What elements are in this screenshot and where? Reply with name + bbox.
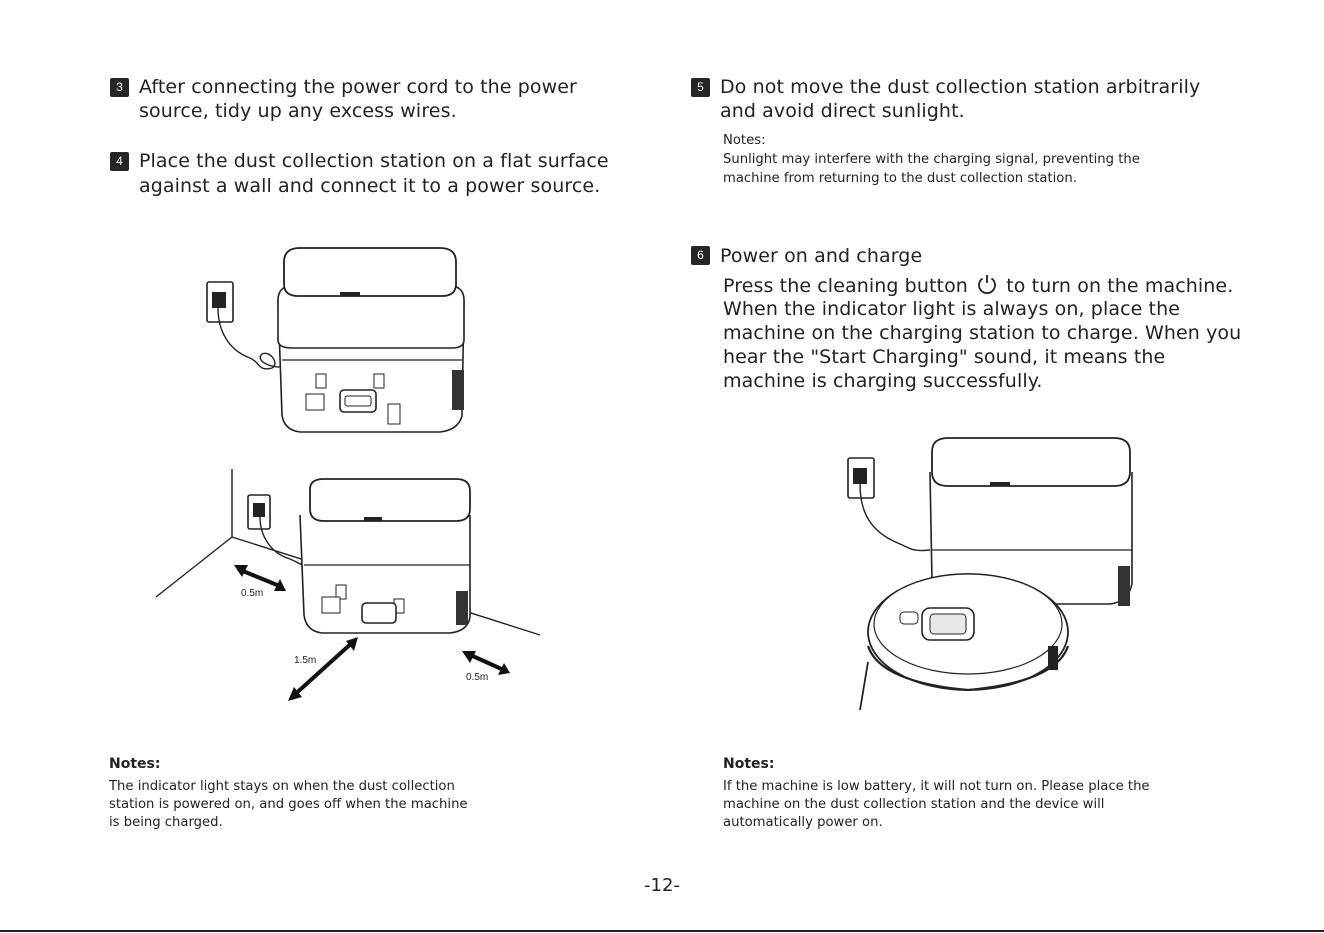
step-number-badge: 6 <box>691 246 710 265</box>
placement-clearance-illustration: 0.5m 1.5m 0.5m <box>155 469 541 701</box>
notes-line: Sunlight may interfere with the charging… <box>723 152 1140 167</box>
notes-line: station is powered on, and goes off when… <box>109 797 468 812</box>
power-icon <box>978 275 996 295</box>
notes-line: is being charged. <box>109 815 223 830</box>
step-text-line: After connecting the power cord to the p… <box>139 76 577 98</box>
arrow-icon <box>234 565 286 591</box>
step-number-badge: 5 <box>691 78 710 97</box>
step-text-line: and avoid direct sunlight. <box>720 100 965 122</box>
distance-label: 1.5m <box>294 655 316 666</box>
notes-heading: Notes: <box>723 133 766 148</box>
wall-socket-icon <box>206 281 234 323</box>
notes-line: machine from returning to the dust colle… <box>723 171 1077 186</box>
step-text-line: When the indicator light is always on, p… <box>723 298 1181 320</box>
arrow-icon <box>288 637 358 701</box>
step-title: Power on and charge <box>720 245 923 267</box>
notes-line: machine on the dust collection station a… <box>723 797 1105 812</box>
station-plug-illustration <box>206 247 465 433</box>
step-text-line: Press the cleaning button to turn on the… <box>723 273 1233 299</box>
notes-line: The indicator light stays on when the du… <box>109 779 455 794</box>
notes-line: If the machine is low battery, it will n… <box>723 779 1150 794</box>
step-text-line: Do not move the dust collection station … <box>720 76 1201 98</box>
step-text-line: machine is charging successfully. <box>723 370 1043 392</box>
notes-heading: Notes: <box>723 756 775 772</box>
page-bottom-rule <box>0 930 1324 932</box>
arrow-icon <box>462 651 510 675</box>
robot-charging-illustration <box>847 437 1133 711</box>
page-number: -12- <box>644 875 680 896</box>
step-text-segment: to turn on the machine. <box>1006 275 1234 297</box>
step-number-badge: 3 <box>110 78 129 97</box>
notes-line: automatically power on. <box>723 815 883 830</box>
step-text-line: against a wall and connect it to a power… <box>139 175 601 197</box>
step-text-segment: Press the cleaning button <box>723 275 968 297</box>
notes-heading: Notes: <box>109 756 161 772</box>
step-number-badge: 4 <box>110 152 129 171</box>
step-text-line: machine on the charging station to charg… <box>723 322 1242 344</box>
distance-label: 0.5m <box>466 672 488 683</box>
step-text-line: hear the "Start Charging" sound, it mean… <box>723 346 1166 368</box>
step-text-line: Place the dust collection station on a f… <box>139 150 609 172</box>
distance-label: 0.5m <box>241 588 263 599</box>
step-text-line: source, tidy up any excess wires. <box>139 100 457 122</box>
